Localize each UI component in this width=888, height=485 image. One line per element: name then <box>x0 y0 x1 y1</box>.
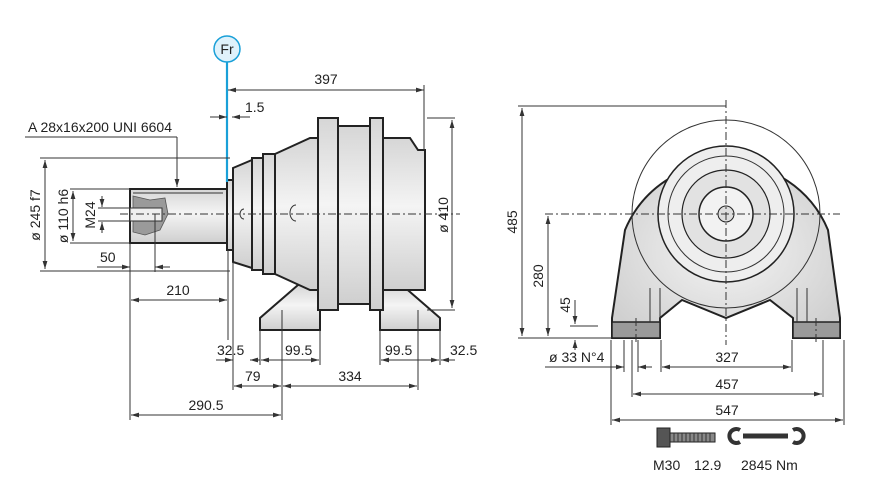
wrench-icon <box>727 427 806 445</box>
dim-280: 280 <box>530 264 546 288</box>
dim-457: 457 <box>715 376 739 392</box>
dim-99-5-right: 99.5 <box>385 342 412 358</box>
dim-245: ø 245 f7 <box>27 189 43 241</box>
key-spec-label: A 28x16x200 UNI 6604 <box>28 119 172 135</box>
dim-1-5: 1.5 <box>245 99 265 115</box>
force-label: Fr <box>220 41 234 57</box>
left-foot <box>259 284 321 331</box>
dim-99-5-left: 99.5 <box>285 342 312 358</box>
dim-210: 210 <box>166 282 190 298</box>
dim-485: 485 <box>504 210 520 234</box>
dim-327: 327 <box>715 349 739 365</box>
housing-mid <box>337 125 371 305</box>
front-view: 485 280 45 ø 33 N°4 327 457 547 M30 12.9… <box>504 100 845 473</box>
threaded-hole <box>129 207 163 222</box>
dim-290-5: 290.5 <box>188 397 223 413</box>
tightening-torque: 2845 Nm <box>741 457 798 473</box>
dim-79: 79 <box>245 368 261 384</box>
side-view: Fr A 28x16x200 UNI 6604 397 1.5 ø 245 f7… <box>25 35 477 420</box>
bolt-size: M30 <box>653 457 680 473</box>
force-marker <box>213 35 241 63</box>
dim-32-5-right: 32.5 <box>450 342 477 358</box>
dim-m24: M24 <box>82 201 98 228</box>
bolt-grade: 12.9 <box>694 457 721 473</box>
right-foot <box>379 284 441 331</box>
dim-110: ø 110 h6 <box>55 189 71 243</box>
dim-50: 50 <box>100 249 116 265</box>
dim-547: 547 <box>715 402 739 418</box>
dim-32-5-left: 32.5 <box>217 342 244 358</box>
dim-410: ø 410 <box>435 197 451 233</box>
dim-397: 397 <box>314 71 338 87</box>
dim-holes: ø 33 N°4 <box>549 349 605 365</box>
dim-334: 334 <box>338 368 362 384</box>
dim-45: 45 <box>557 297 573 313</box>
lifting-eye <box>289 204 297 222</box>
bolt-icon <box>656 427 716 448</box>
